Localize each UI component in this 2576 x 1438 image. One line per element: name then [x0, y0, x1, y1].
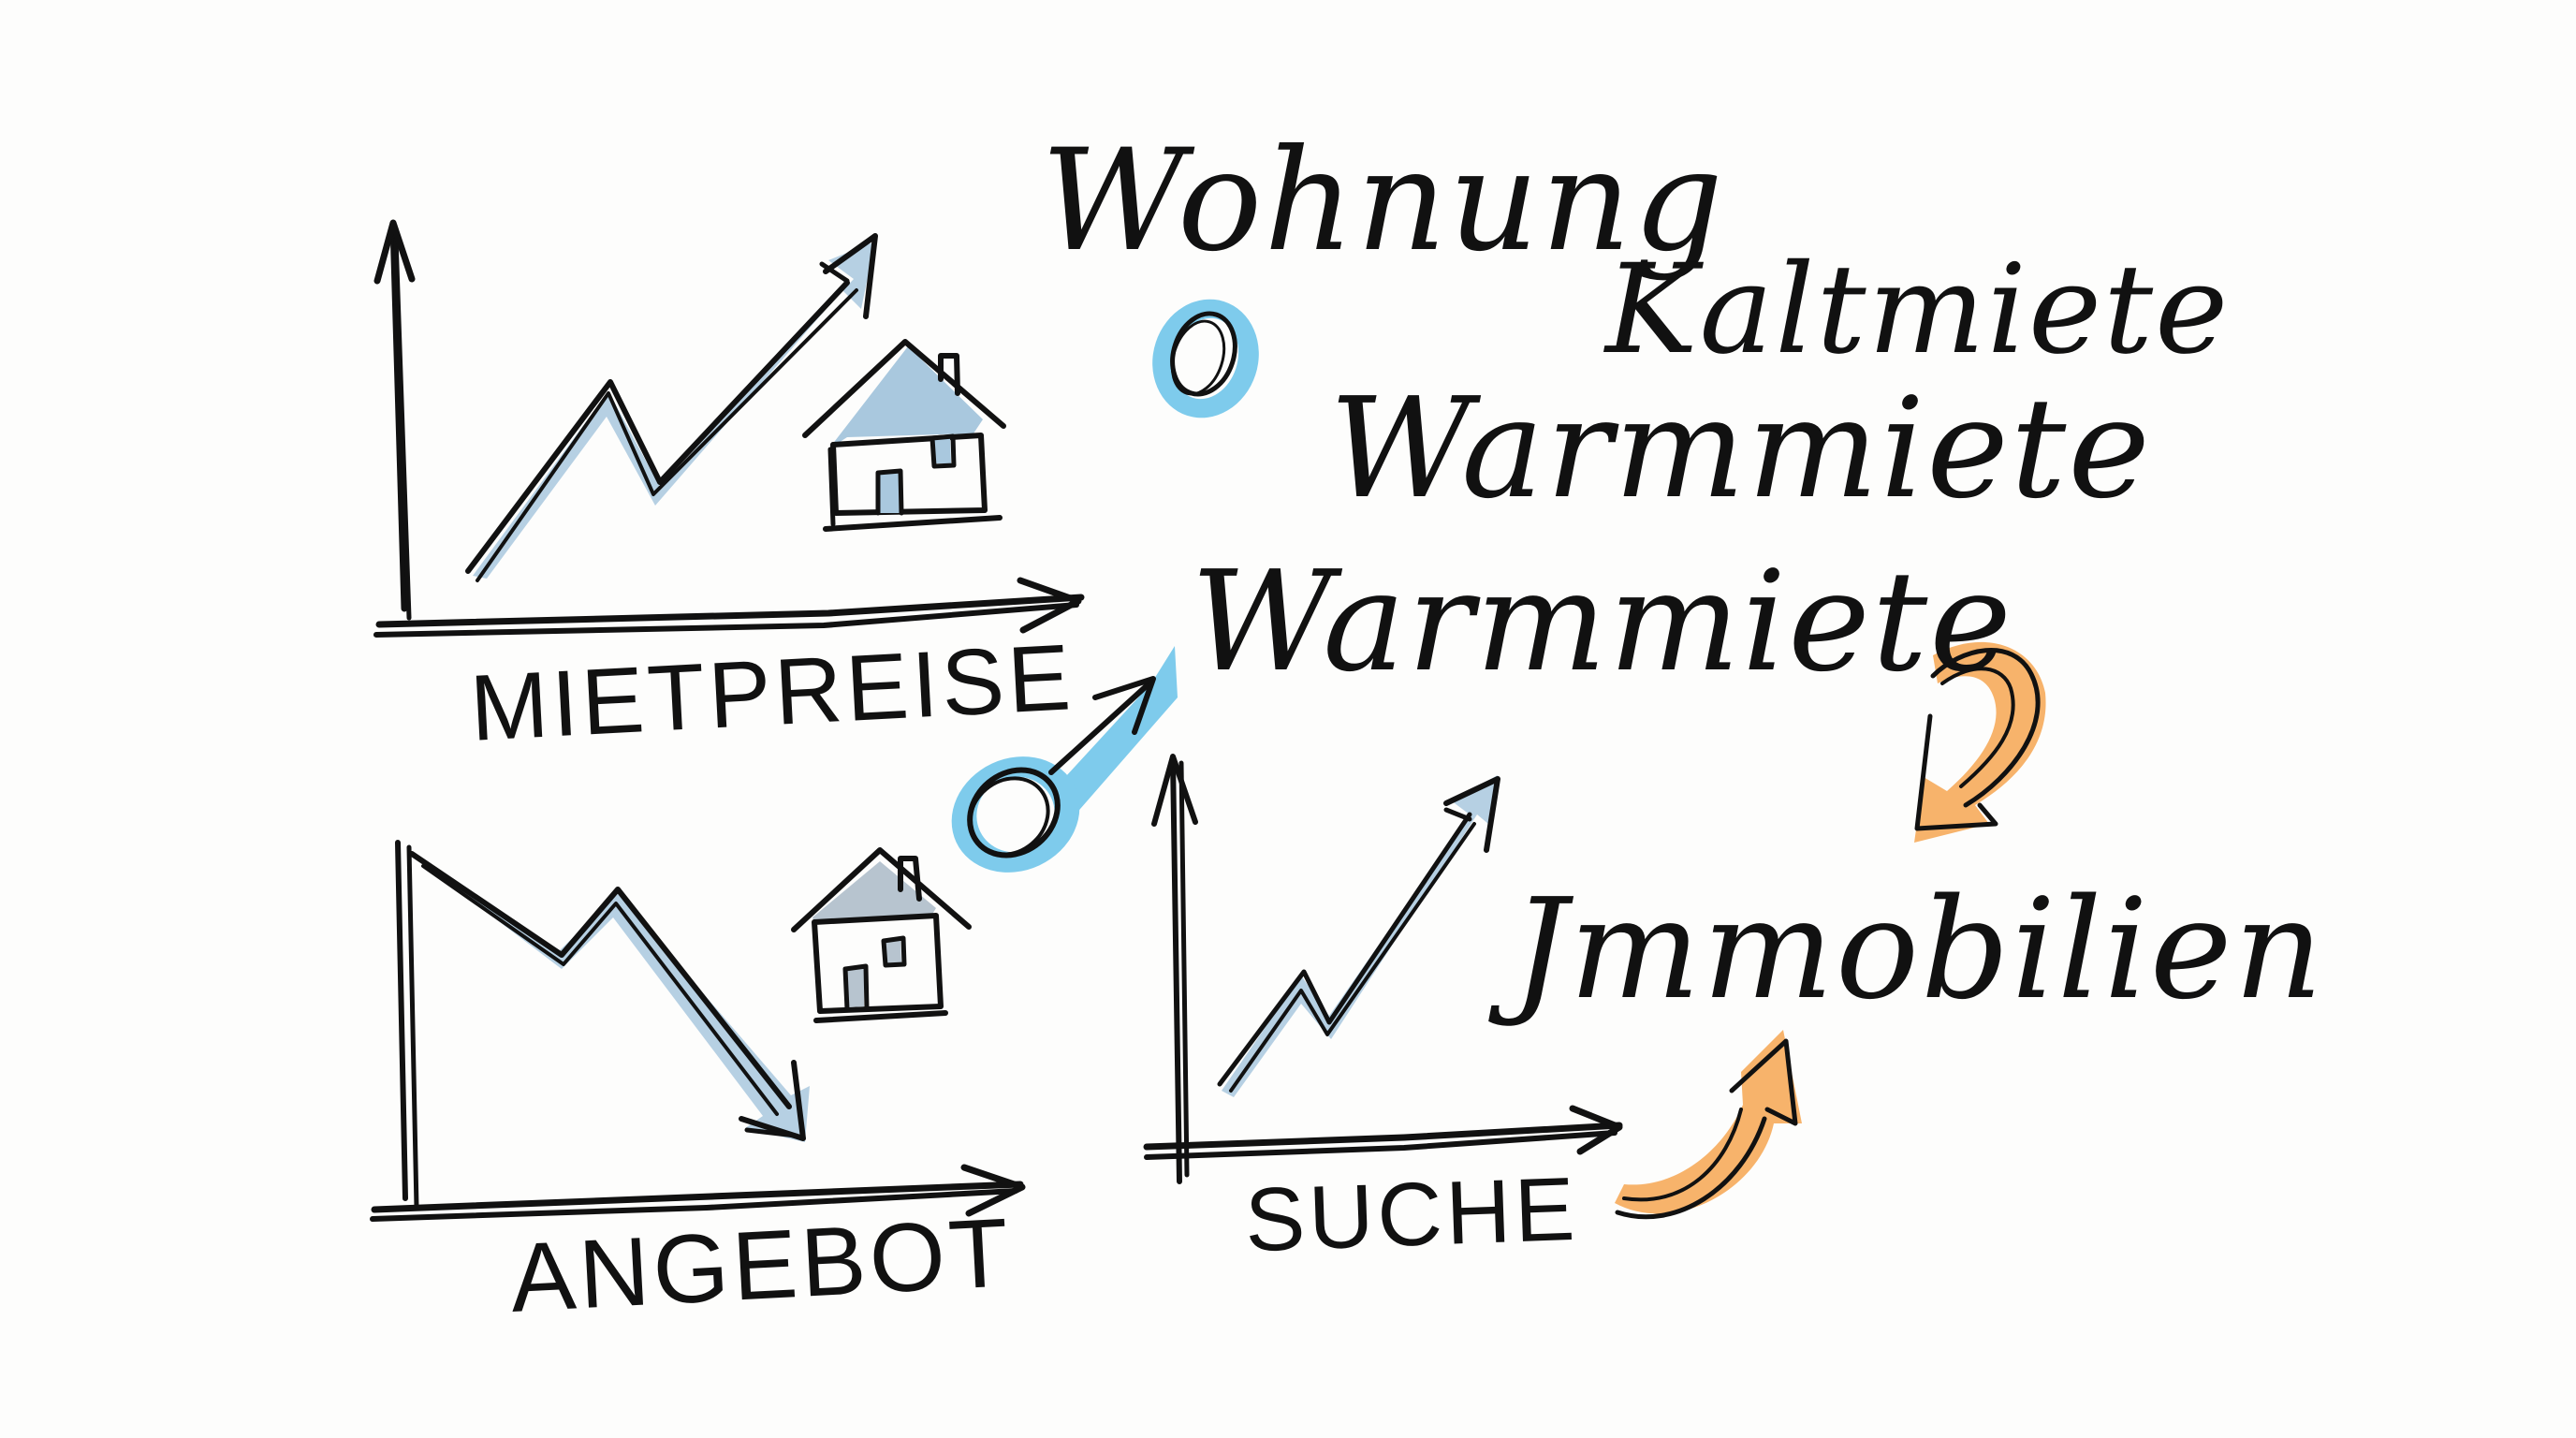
trend-up-arrow: [465, 233, 878, 582]
circle-icon: [1152, 299, 1259, 418]
word-warmmiete-2: Warmmiete: [1191, 541, 2013, 702]
x-axis: [373, 577, 1085, 638]
word-kaltmiete: Kaltmiete: [1605, 238, 2231, 382]
curved-arrow-icon: [1914, 641, 2046, 843]
y-axis: [395, 840, 419, 1211]
word-immobilien: Jmmobilien: [1512, 869, 2325, 1030]
y-axis: [1151, 754, 1198, 1184]
word-wohnung: Wohnung: [1041, 120, 1725, 283]
trend-up-arrow: [1217, 775, 1500, 1097]
chart-label-angebot: ANGEBOT: [507, 1198, 1016, 1333]
word-warmmiete-1: Warmmiete: [1329, 368, 2152, 529]
house-icon: [802, 339, 1006, 532]
y-axis: [373, 219, 416, 621]
x-axis: [1143, 1105, 1623, 1160]
trend-down-arrow: [409, 851, 810, 1142]
chart-label-suche: SUCHE: [1243, 1158, 1580, 1271]
chart-suche: [1143, 754, 1623, 1184]
curved-arrow-icon: [1615, 1030, 1802, 1220]
x-axis: [370, 1164, 1026, 1222]
magnifier-icon: [951, 646, 1178, 873]
chart-mietpreise: [373, 219, 1085, 638]
house-icon: [791, 847, 972, 1023]
chart-angebot: [370, 840, 1026, 1222]
